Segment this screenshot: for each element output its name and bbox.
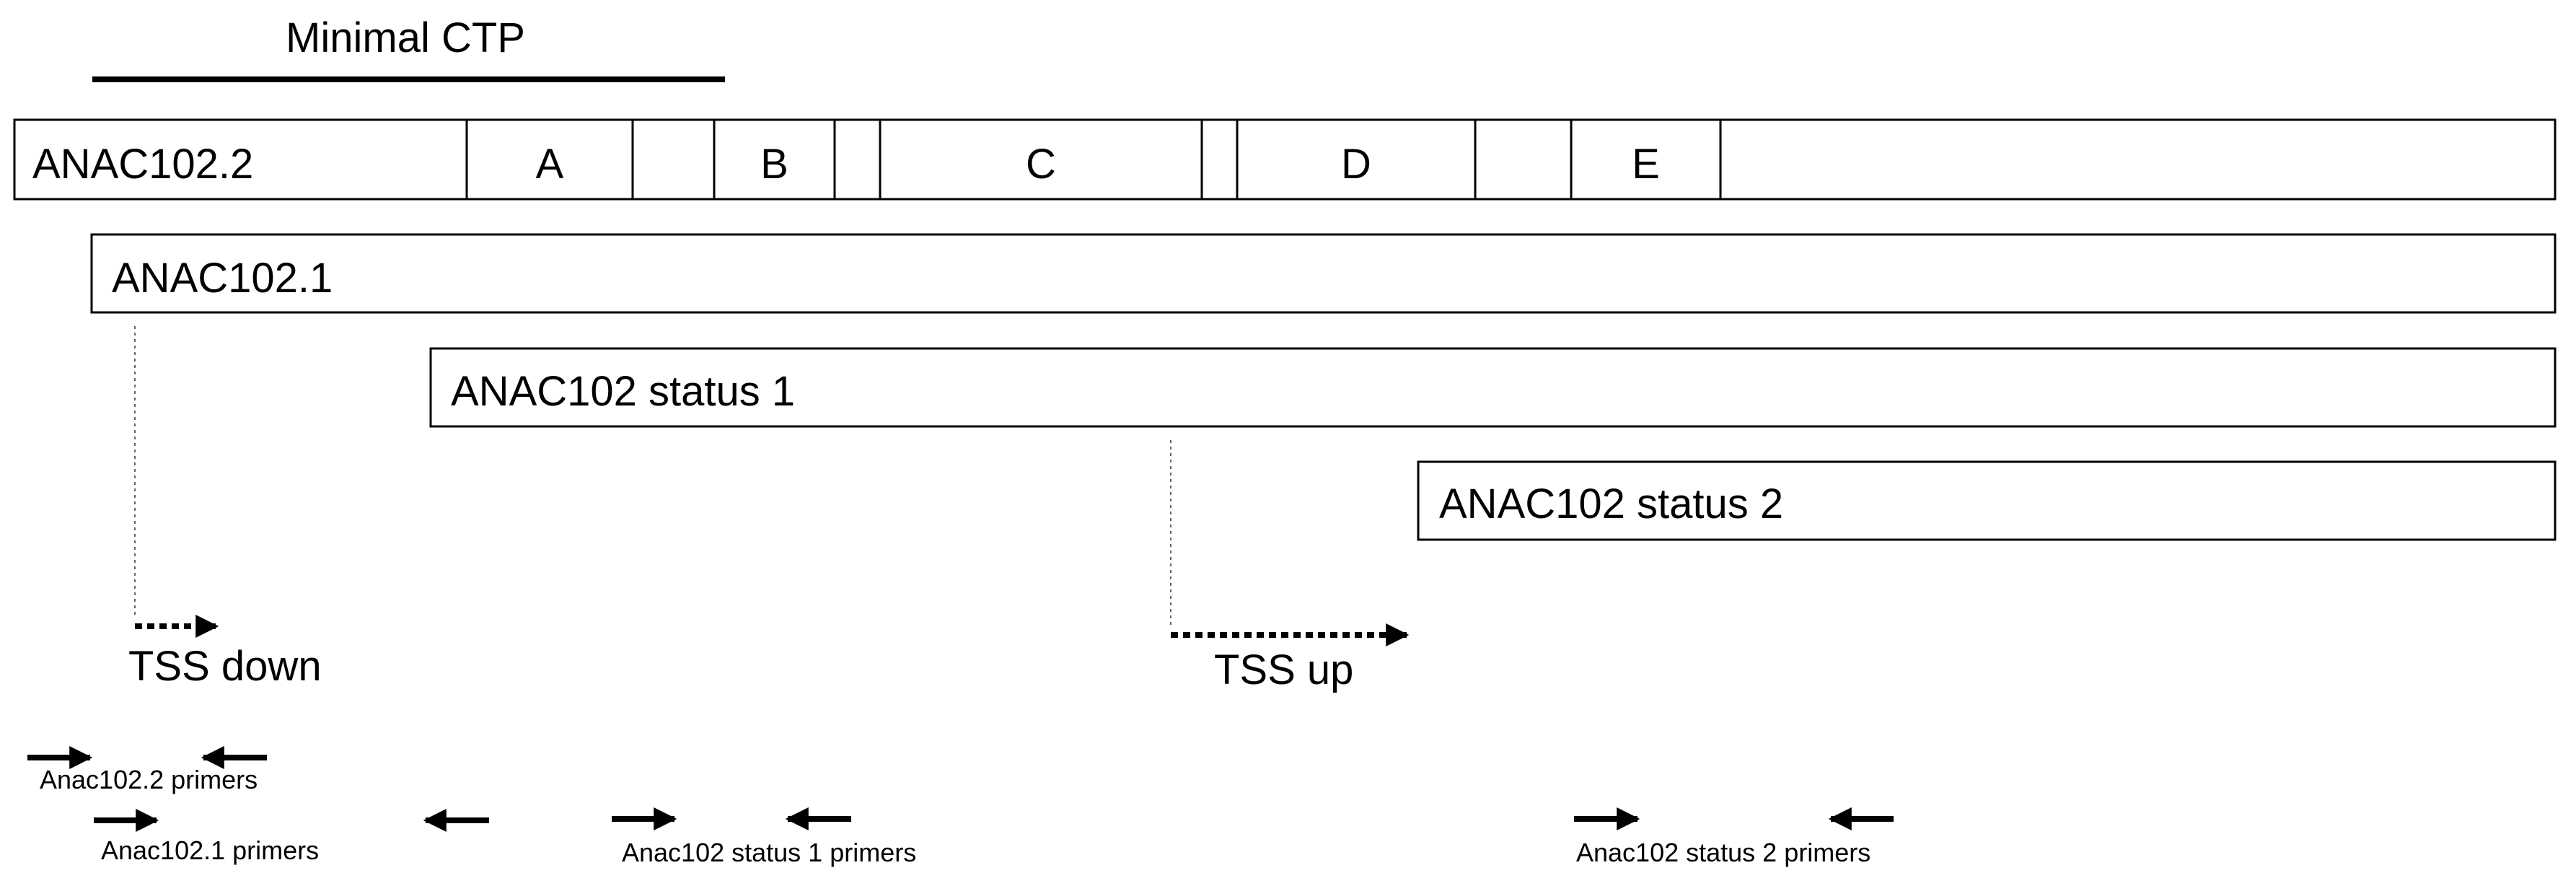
primer-arrows: [27, 746, 1894, 832]
transcript-box: [90, 233, 2557, 314]
segment-label-b: B: [760, 141, 788, 188]
minimal-ctp-label: Minimal CTP: [286, 14, 525, 61]
primer-label-anac102-1: Anac102.1 primers: [101, 835, 319, 865]
tss-down: TSS down: [128, 326, 322, 690]
primer-label-anac102-2: Anac102.2 primers: [40, 765, 258, 794]
transcript-box: [429, 347, 2557, 428]
segment-labels: A B C D E: [536, 141, 1660, 188]
segment-label-d: D: [1341, 141, 1371, 188]
transcript-anac102-1: ANAC102.1: [90, 233, 2557, 314]
gene-model-label: ANAC102.2: [32, 141, 253, 188]
transcript-status-2: ANAC102 status 2: [1417, 460, 2557, 541]
transcript-box-outline: [1417, 460, 2557, 541]
tss-up: TSS up: [1170, 440, 1410, 693]
transcript-label: ANAC102 status 2: [1439, 481, 1783, 527]
segment-label-c: C: [1026, 141, 1056, 188]
transcript-label: ANAC102 status 1: [451, 368, 795, 415]
gene-model-box: [13, 118, 2557, 201]
tss-down-label: TSS down: [128, 643, 322, 690]
segment-label-e: E: [1632, 141, 1660, 188]
tss-up-label: TSS up: [1214, 646, 1353, 693]
segment-label-a: A: [536, 141, 564, 188]
transcript-status-1: ANAC102 status 1: [429, 347, 2557, 428]
gene-model: ANAC102.2 A B C D E: [13, 118, 2557, 201]
primer-label-status-1: Anac102 status 1 primers: [622, 838, 916, 867]
primer-label-status-2: Anac102 status 2 primers: [1576, 838, 1871, 867]
segment-dividers: [465, 120, 1722, 199]
transcript-label: ANAC102.1: [112, 255, 333, 302]
